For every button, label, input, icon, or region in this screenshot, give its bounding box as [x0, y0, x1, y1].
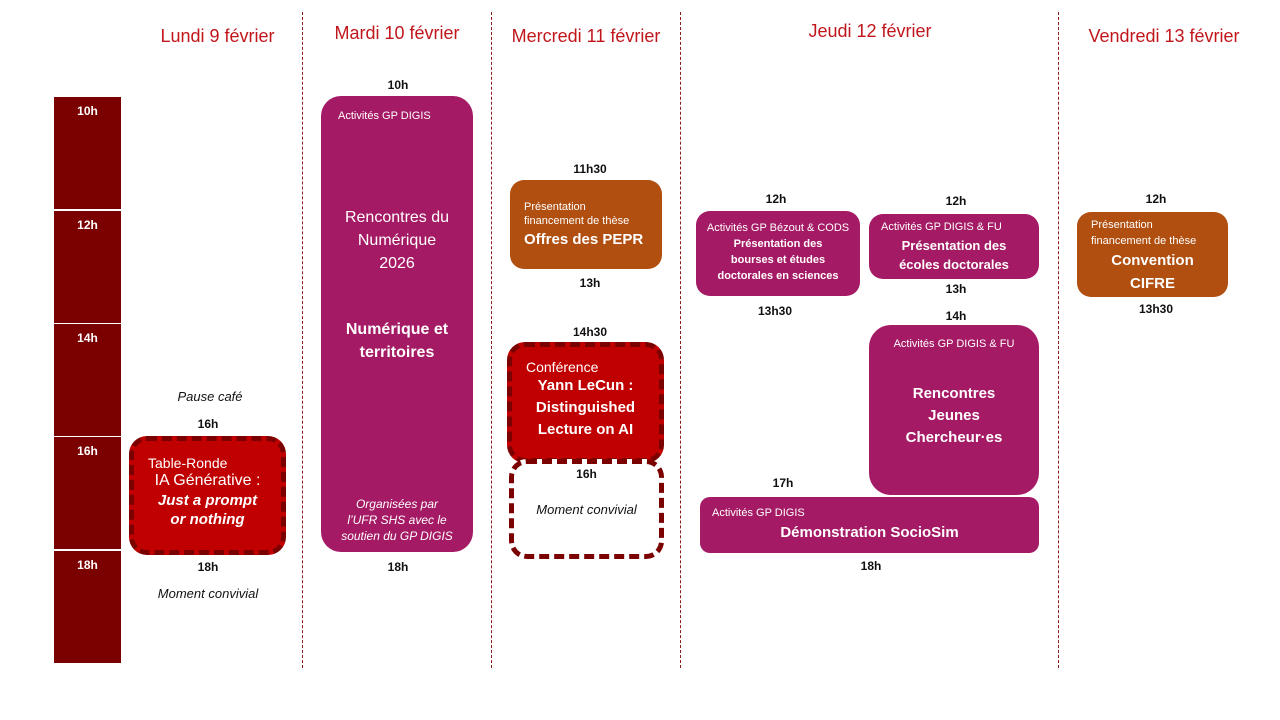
time-label: 14h — [945, 309, 967, 323]
time-label: 18h — [197, 560, 219, 574]
event-org: Activités GP DIGIS — [338, 110, 431, 122]
event-presentation-bourses[interactable]: Activités GP Bézout & CODS Présentation … — [696, 211, 860, 296]
event-ecoles-doctorales[interactable]: Activités GP DIGIS & FU Présentation des… — [869, 214, 1039, 279]
time-label: 16h — [197, 417, 219, 431]
event-moment-convivial[interactable]: 16h Moment convivial — [509, 459, 664, 559]
event-category: Conférence — [526, 359, 599, 375]
day-title-friday: Vendredi 13 février — [1088, 26, 1240, 46]
event-note: Organisées par — [355, 497, 439, 511]
event-title: Rencontres du — [344, 209, 450, 226]
event-subtitle: Just a prompt — [157, 492, 258, 509]
event-demonstration-sociosim[interactable]: Activités GP DIGIS Démonstration SocioSi… — [700, 497, 1039, 553]
day-title-wednesday: Mercredi 11 février — [511, 26, 661, 46]
event-title: Présentation des — [733, 238, 823, 250]
event-title: Démonstration SocioSim — [780, 524, 959, 541]
day-separator — [1058, 12, 1059, 668]
event-title: écoles doctorales — [899, 257, 1009, 272]
event-theme: territoires — [359, 344, 435, 361]
day-separator — [302, 12, 303, 668]
event-title: Convention — [1111, 252, 1194, 269]
timeline-slot: 10h — [54, 97, 121, 209]
event-title: CIFRE — [1130, 275, 1175, 292]
day-separator — [491, 12, 492, 668]
timeline-slot: 18h — [54, 551, 121, 663]
event-title: Distinguished — [535, 399, 636, 416]
time-label: 13h30 — [1138, 302, 1174, 316]
event-title: doctorales en sciences — [717, 270, 839, 282]
event-org: Activités GP DIGIS & FU — [881, 221, 1002, 233]
moment-convivial-label: Moment convivial — [536, 502, 637, 517]
time-label: 13h — [945, 282, 967, 296]
event-theme: Numérique et — [345, 321, 449, 338]
day-separator — [680, 12, 681, 668]
event-rencontres-numerique[interactable]: Activités GP DIGIS Rencontres du Numériq… — [321, 96, 473, 552]
time-label: 13h — [579, 276, 601, 290]
event-title: Numérique — [357, 232, 437, 249]
day-title-monday: Lundi 9 février — [160, 26, 275, 46]
event-category: financement de thèse — [1091, 235, 1197, 247]
event-title: Lecture on AI — [537, 421, 634, 438]
event-title: Offres des PEPR — [524, 231, 644, 248]
event-title: Yann LeCun : — [537, 377, 634, 394]
time-label: 13h30 — [757, 304, 793, 318]
event-category: Présentation — [524, 201, 586, 213]
timeline-slot: 12h — [54, 211, 121, 323]
timeline-slot: 16h — [54, 437, 121, 549]
event-offres-pepr[interactable]: Présentation financement de thèse Offres… — [510, 180, 662, 269]
event-title: Chercheur·es — [905, 429, 1003, 446]
event-convention-cifre[interactable]: Présentation financement de thèse Conven… — [1077, 212, 1228, 297]
event-category: Table-Ronde — [148, 455, 228, 471]
event-table-ronde[interactable]: Table-Ronde IA Générative : Just a promp… — [129, 436, 286, 555]
time-label: 12h — [1145, 192, 1167, 206]
event-note: soutien du GP DIGIS — [341, 529, 453, 543]
event-org: Activités GP DIGIS & FU — [893, 338, 1015, 350]
moment-convivial-label: Moment convivial — [157, 586, 259, 601]
event-note: l’UFR SHS avec le — [347, 513, 447, 527]
event-title: Jeunes — [928, 407, 980, 424]
event-title: Rencontres — [912, 385, 996, 402]
time-label: 14h30 — [572, 325, 608, 339]
time-label: 10h — [387, 78, 409, 92]
day-title-thursday: Jeudi 12 février — [808, 21, 932, 41]
event-org: Activités GP DIGIS — [712, 507, 805, 519]
event-rencontres-jeunes-chercheurs[interactable]: Activités GP DIGIS & FU Rencontres Jeune… — [869, 325, 1039, 495]
time-label: 12h — [945, 194, 967, 208]
event-title: Présentation des — [901, 238, 1007, 253]
time-label: 17h — [772, 476, 794, 490]
event-category: Présentation — [1091, 219, 1153, 231]
event-title: bourses et études — [730, 254, 826, 266]
timeline-slot: 14h — [54, 324, 121, 436]
day-title-tuesday: Mardi 10 février — [334, 23, 460, 43]
event-title: 2026 — [379, 255, 415, 272]
time-label: 16h — [576, 467, 597, 481]
pause-cafe-label: Pause café — [177, 389, 243, 404]
event-title: IA Générative : — [154, 472, 261, 489]
event-conference-lecun[interactable]: Conférence Yann LeCun : Distinguished Le… — [507, 342, 664, 463]
event-category: financement de thèse — [524, 215, 630, 227]
time-label: 18h — [860, 559, 882, 573]
time-label: 12h — [765, 192, 787, 206]
time-label: 18h — [387, 560, 409, 574]
time-label: 11h30 — [573, 162, 607, 176]
event-org: Activités GP Bézout & CODS — [706, 222, 850, 234]
event-subtitle: or nothing — [170, 511, 245, 528]
